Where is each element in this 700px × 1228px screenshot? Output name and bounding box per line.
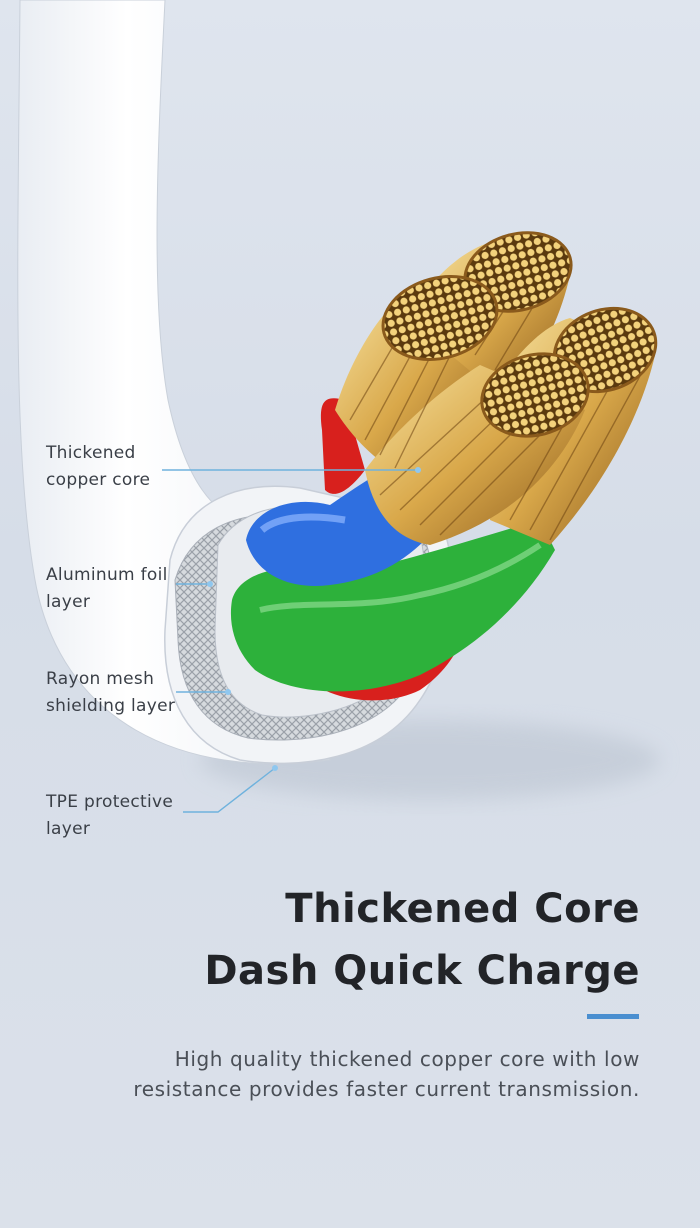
- leader-lines: [162, 469, 418, 813]
- callout-copper-core: Thickened copper core: [46, 440, 150, 494]
- description: High quality thickened copper core with …: [133, 1044, 640, 1104]
- callout-text: layer: [46, 592, 91, 612]
- callout-text: Thickened: [46, 443, 136, 463]
- description-line: resistance provides faster current trans…: [133, 1077, 640, 1101]
- headline-line: Dash Quick Charge: [204, 948, 640, 994]
- description-line: High quality thickened copper core with …: [174, 1047, 640, 1071]
- callout-tpe-layer: TPE protective layer: [46, 789, 173, 843]
- callout-aluminum-foil: Aluminum foil layer: [46, 562, 168, 616]
- callout-text: Rayon mesh: [46, 669, 155, 689]
- headline: Thickened Core Dash Quick Charge: [204, 878, 640, 1002]
- callout-text: copper core: [46, 470, 151, 490]
- wire-green: [230, 520, 555, 692]
- callout-text: TPE protective: [46, 792, 174, 812]
- copper-ends: [381, 231, 658, 438]
- callout-rayon-mesh: Rayon mesh shielding layer: [46, 666, 175, 720]
- callout-text: Aluminum foil: [46, 565, 168, 585]
- callout-text: layer: [46, 819, 91, 839]
- accent-bar: [587, 1014, 639, 1019]
- headline-line: Thickened Core: [285, 886, 640, 932]
- callout-text: shielding layer: [46, 696, 176, 716]
